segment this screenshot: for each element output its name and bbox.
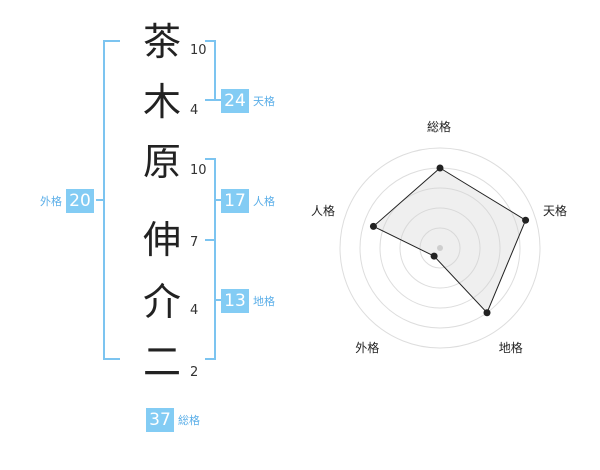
radar-axis-label-1: 総格 [427, 120, 452, 134]
soukaku-value: 37 [146, 408, 174, 432]
radar-ring-5 [339, 147, 541, 349]
radar-axis-label-3: 地格 [498, 340, 523, 355]
radar-axis-label-4: 外格 [355, 340, 380, 355]
radar-point-3 [483, 309, 491, 317]
kanji-char-6: 二 [142, 340, 181, 384]
jinkaku-badge: 17 人格 [221, 189, 275, 213]
radar-grid [339, 147, 541, 349]
kanji-char-4: 伸 [142, 218, 181, 262]
radar-point-2 [522, 216, 530, 224]
jinkaku-label: 人格 [253, 195, 275, 208]
radar-axis-label-5: 人格 [310, 204, 335, 219]
stroke-count-6: 2 [190, 365, 199, 380]
soukaku-badge: 37 総格 [146, 408, 200, 432]
kanji-char-2: 木 [142, 80, 181, 124]
stroke-count-5: 4 [190, 303, 199, 318]
jinkaku-value: 17 [221, 189, 249, 213]
radar-point-5 [369, 222, 377, 230]
chikaku-badge: 13 地格 [221, 289, 275, 313]
kanji-char-1: 茶 [142, 20, 181, 64]
radar-ring-2 [399, 207, 481, 289]
tenkaku-badge: 24 天格 [221, 89, 275, 113]
radar-ring-3 [379, 187, 501, 309]
chikaku-label: 地格 [253, 295, 275, 308]
tenkaku-value: 24 [221, 89, 249, 113]
radar-point-4 [430, 252, 438, 260]
kanji-char-3: 原 [142, 140, 181, 184]
stroke-count-3: 10 [190, 163, 207, 178]
radar-axis-label-2: 天格 [543, 204, 568, 219]
gaikaku-label: 外格 [40, 195, 62, 208]
soukaku-label: 総格 [178, 414, 200, 427]
stroke-count-1: 10 [190, 43, 207, 58]
gaikaku-value: 20 [66, 189, 94, 213]
stroke-count-2: 4 [190, 103, 199, 118]
radar-ring-1 [419, 227, 461, 269]
radar-point-1 [436, 164, 444, 172]
chikaku-value: 13 [221, 289, 249, 313]
tenkaku-label: 天格 [253, 95, 275, 108]
tenkaku-bracket [205, 40, 216, 101]
kanji-char-5: 介 [142, 280, 181, 324]
gaikaku-badge: 外格 20 [40, 189, 94, 213]
radar-series-area [372, 167, 527, 314]
radar-center [437, 245, 443, 251]
radar-points [369, 164, 530, 317]
stroke-count-4: 7 [190, 235, 199, 250]
